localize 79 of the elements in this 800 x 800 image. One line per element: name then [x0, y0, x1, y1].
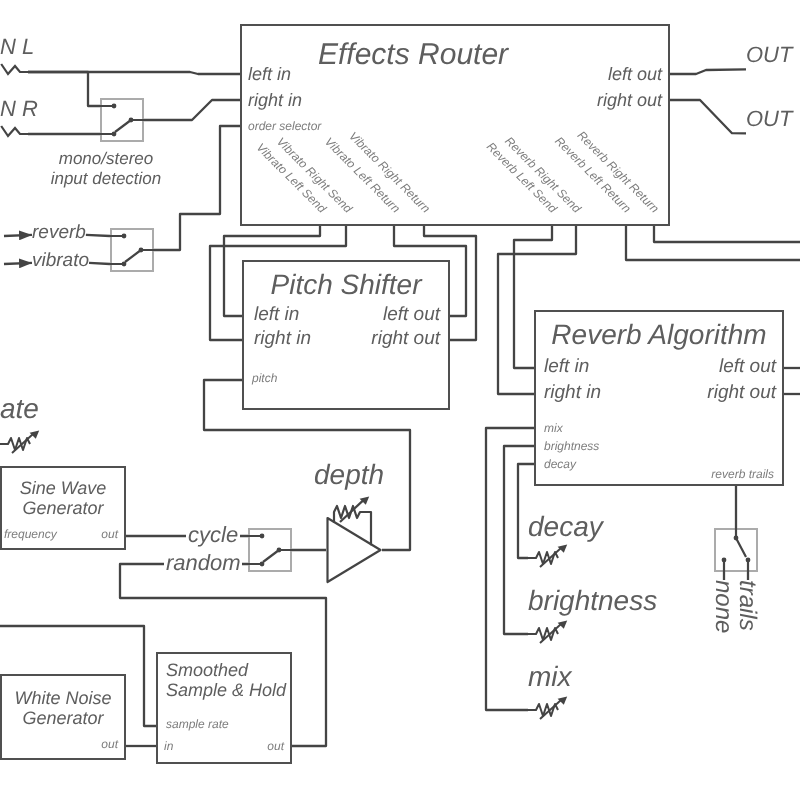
module-title: Sine Wave Generator: [17, 478, 109, 520]
knob-label: brightness: [528, 584, 658, 617]
port-label: left in: [254, 306, 300, 328]
module-title: Pitch Shifter: [270, 268, 422, 301]
module-box: [240, 24, 670, 226]
connector-line: [208, 226, 348, 342]
port-label: right out: [371, 330, 440, 352]
port-label: left in: [544, 358, 590, 380]
option-label: reverb: [32, 224, 86, 246]
connector-line: [202, 378, 412, 552]
module-box: [534, 310, 784, 486]
jack-label: OUT: [746, 44, 793, 70]
connector-line: [28, 132, 100, 136]
connector-line: [502, 444, 534, 636]
knob-label: mix: [528, 660, 572, 693]
arrow: [3, 258, 33, 269]
connector-line: [516, 462, 534, 560]
potentiometer-icon: [0, 430, 40, 454]
switch-icon: [110, 228, 154, 272]
connector-line: [28, 70, 100, 108]
connector-line: [154, 124, 240, 252]
switch-icon: [714, 528, 758, 572]
switch-icon: [100, 98, 144, 142]
connector-line: [670, 68, 746, 76]
connector-line: [496, 226, 578, 396]
connector-line: [652, 226, 800, 244]
module-title: White Noise Generator: [12, 688, 114, 730]
module-title: Effects Router: [318, 38, 509, 73]
connector-line: [512, 226, 554, 370]
module-box: [242, 260, 450, 410]
jack-label: OUT: [746, 108, 793, 134]
amplifier-icon: [326, 496, 382, 584]
module-box: [0, 674, 126, 760]
jack-label: N L: [0, 36, 35, 62]
connector-line: [734, 486, 738, 528]
connector-line: [784, 366, 800, 370]
knob-label: decay: [528, 510, 603, 543]
connector-line: [392, 226, 468, 318]
connector-line: [784, 392, 800, 396]
arrow: [3, 230, 33, 241]
connector-line: [422, 226, 478, 342]
potentiometer-icon: [528, 696, 568, 720]
option-label: none: [712, 580, 736, 634]
knob-label: ate: [0, 392, 39, 425]
connector-line: [746, 572, 750, 580]
edge-label: random: [164, 551, 243, 577]
connector-line: [624, 226, 800, 262]
knob-label: depth: [314, 458, 385, 491]
connector-line: [0, 624, 156, 728]
connector-line: [292, 548, 326, 552]
switch-caption: mono/stereo input detection: [48, 150, 164, 190]
option-label: vibrato: [32, 252, 90, 274]
option-label: trails: [736, 580, 760, 631]
potentiometer-icon: [528, 544, 568, 568]
port-label: right in: [248, 90, 303, 111]
module-title: Smoothed Sample & Hold: [166, 660, 289, 702]
connector-line: [484, 426, 534, 712]
connector-line: [88, 261, 111, 266]
connector-line: [126, 744, 156, 748]
potentiometer-icon: [528, 620, 568, 644]
module-box: [156, 652, 292, 764]
switch-icon: [248, 528, 292, 572]
port-label: right in: [544, 384, 602, 406]
port-label: left out: [718, 358, 776, 380]
connector-line: [222, 226, 322, 318]
port-label: left out: [382, 306, 440, 328]
jack-label: N R: [0, 98, 38, 124]
port-label: left in: [248, 64, 292, 85]
module-box: [0, 466, 126, 550]
port-label: right out: [707, 384, 776, 406]
connector-line: [670, 98, 746, 135]
connector-line: [85, 233, 111, 238]
edge-label: cycle: [186, 523, 241, 549]
connector-line: [144, 98, 240, 122]
connector-line: [722, 572, 726, 580]
port-label: left out: [607, 64, 662, 85]
module-title: Reverb Algorithm: [551, 318, 767, 351]
port-label: right in: [254, 330, 312, 352]
port-label: right out: [596, 90, 662, 111]
